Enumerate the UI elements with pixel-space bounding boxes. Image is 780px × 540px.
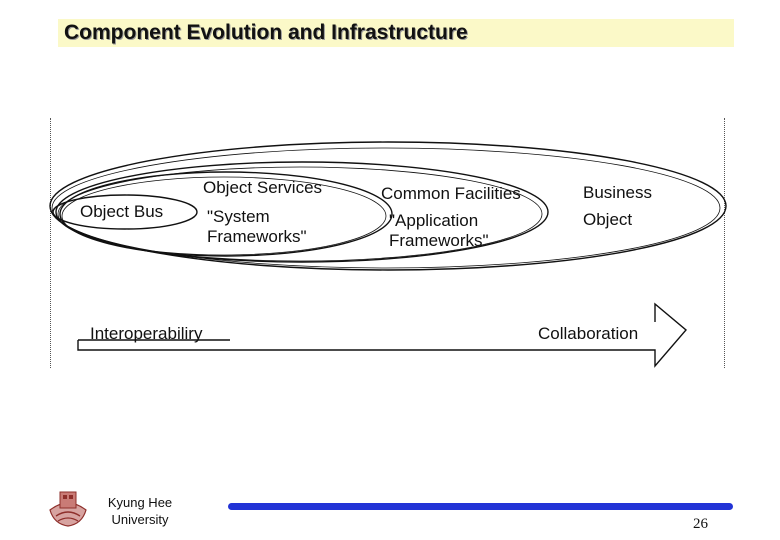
common-facilities-ellipse [55,161,549,263]
object-services-label: Object Services [203,178,323,197]
left-dotted-guide [50,118,51,368]
slide-title: Component Evolution and Infrastructure [64,21,468,44]
object-bus-label: Object Bus [80,202,164,221]
page-number: 26 [693,516,708,532]
application-frameworks-label: "Application Frameworks" [389,211,489,250]
object-services-ellipse [59,171,393,257]
collaboration-label: Collaboration [538,324,639,343]
evolution-arrow [77,302,687,368]
object-services-ellipse-echo [61,176,387,256]
footer-bar [228,503,733,510]
right-dotted-guide [724,118,725,368]
title-bar: Component Evolution and Infrastructure [58,19,734,47]
business-object-ellipse-echo [51,147,721,269]
common-facilities-label: Common Facilities [381,184,521,203]
university-crest-icon [49,491,87,527]
object-bus-ellipse [52,194,198,230]
common-facilities-ellipse-echo [57,166,543,262]
university-name: Kyung Hee University [107,495,173,527]
system-frameworks-label: "System Frameworks" [207,207,307,246]
interoperability-label: Interoperabiliry [90,324,203,343]
business-object-ellipse [49,141,727,271]
business-object-label: Business Object [583,183,652,229]
